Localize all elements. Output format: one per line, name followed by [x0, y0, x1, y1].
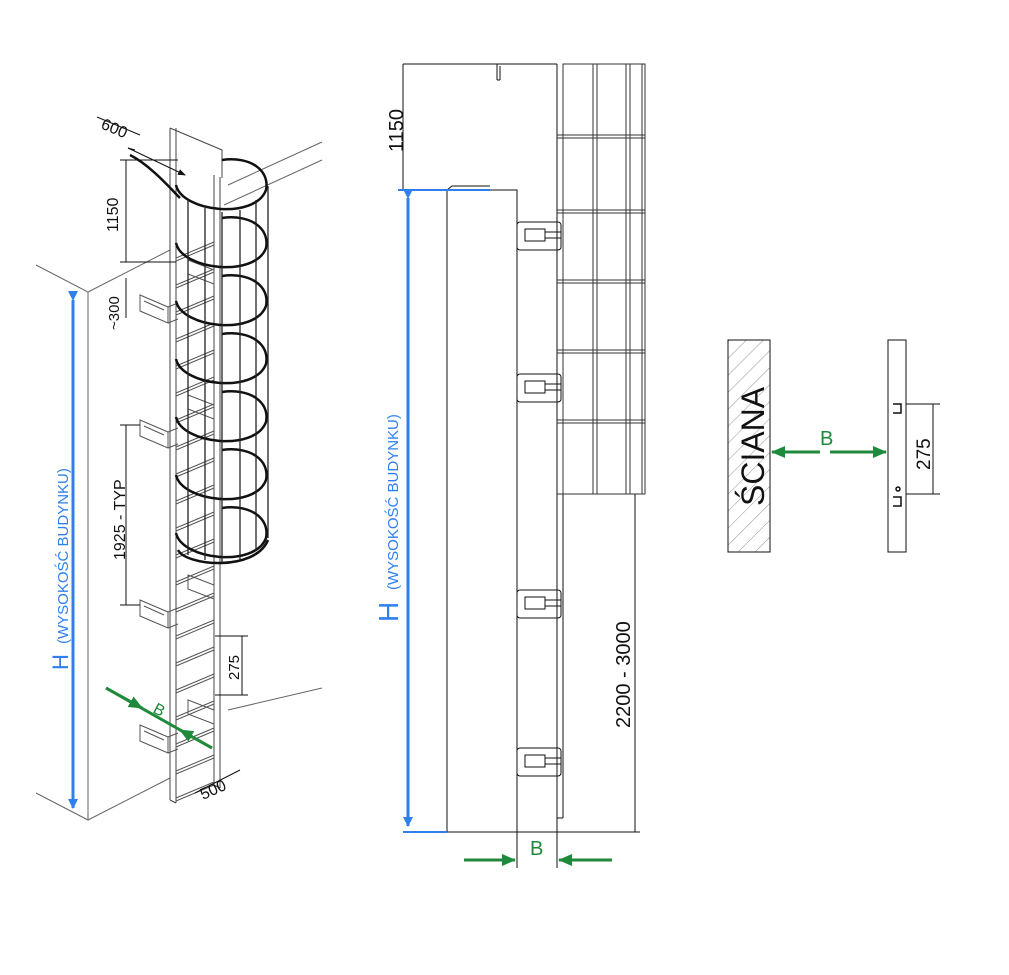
cage-hoop [557, 279, 645, 284]
cage-top-arm [129, 153, 181, 199]
side-cage-start-label: 2200 - 3000 [613, 621, 635, 728]
wall-label: ŚCIANA [735, 386, 771, 506]
iso-bracket-spacing-label: 1925 - TYP [112, 479, 129, 560]
ladder-rail [556, 64, 564, 818]
wall-gap-arrow [105, 686, 213, 750]
building-wall [35, 141, 323, 821]
rung [175, 700, 215, 721]
bracket [516, 747, 562, 777]
cage-hoop [174, 158, 268, 211]
bracket [516, 589, 562, 619]
cage-grid [557, 63, 646, 495]
rung-clips [893, 403, 902, 507]
rung [175, 754, 215, 775]
side-height-label: H (WYSOKOŚĆ BUDYNKU) [373, 414, 404, 622]
detail-dimension-lines [906, 403, 940, 495]
rung [175, 673, 215, 694]
cage-hoop [174, 390, 268, 443]
cage-hoop [174, 448, 268, 501]
detail-rung-spacing-label: 275 [914, 438, 935, 470]
rung [175, 268, 215, 289]
bracket [139, 599, 179, 629]
side-brackets [516, 221, 562, 777]
bracket [187, 574, 215, 600]
cage-hoops [557, 134, 645, 424]
rung [175, 592, 215, 613]
cage-hoop [174, 332, 268, 385]
rung [175, 619, 215, 640]
cage-hoop [174, 506, 268, 559]
side-dimension-lines [398, 63, 640, 868]
iso-cage-offset-label: ~300 [106, 296, 123, 330]
rung [175, 511, 215, 532]
cage-vertical-bars [187, 186, 269, 562]
bracket [516, 373, 562, 403]
cage-hoop [557, 134, 645, 139]
bracket [139, 724, 179, 754]
cage-hoop [176, 539, 270, 565]
iso-ladder-width-label: 500 [198, 777, 229, 803]
safety-cage [129, 153, 270, 565]
rung [175, 349, 215, 370]
detail-view [727, 339, 940, 553]
bracket [187, 699, 215, 725]
cage-hoop [557, 419, 645, 424]
rung [175, 241, 215, 262]
cage-hoop [557, 209, 645, 214]
rung [175, 565, 215, 586]
iso-top-extension-label: 1150 [105, 197, 122, 232]
detail-gap-label: B [820, 428, 833, 450]
rung [175, 322, 215, 343]
side-view [398, 63, 646, 868]
cage-hoop [174, 274, 268, 327]
cage-hoop [557, 349, 645, 354]
side-gap-label: B [530, 838, 543, 860]
side-height-note: (WYSOKOŚĆ BUDYNKU) [384, 414, 402, 590]
rung [175, 457, 215, 478]
iso-gap-label: B [150, 701, 167, 721]
iso-dimension-lines [96, 116, 248, 794]
iso-cage-width-label: 600 [98, 116, 129, 142]
bracket [516, 221, 562, 251]
side-top-extension-label: 1150 [386, 109, 408, 152]
iso-height-label: H (WYSOKOŚĆ BUDYNKU) [48, 468, 73, 670]
iso-height-symbol: H [48, 654, 73, 670]
isometric-view [35, 116, 323, 821]
ladder-rail-section [887, 339, 907, 553]
rung [175, 376, 215, 397]
side-height-symbol: H [373, 602, 404, 622]
rung [175, 646, 215, 667]
bracket [139, 419, 179, 449]
bracket [187, 394, 215, 420]
rung [175, 403, 215, 424]
bracket [139, 294, 179, 324]
cage-hoop [174, 216, 268, 269]
building-block [446, 189, 518, 833]
iso-rung-spacing-label: 275 [226, 655, 243, 680]
rung [175, 430, 215, 451]
iso-height-note: (WYSOKOŚĆ BUDYNKU) [54, 468, 72, 644]
